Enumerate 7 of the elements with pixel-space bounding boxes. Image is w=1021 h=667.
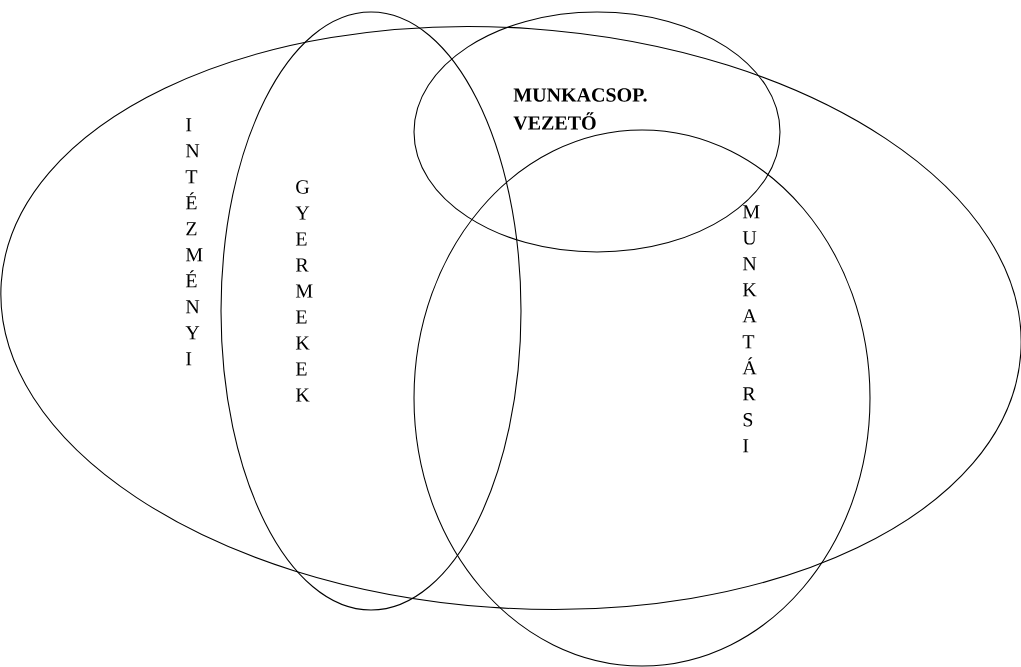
ellipse <box>0 25 1021 610</box>
vertical-label: MUNKATÁRSI <box>742 205 760 453</box>
ellipse <box>413 129 871 667</box>
vertical-label: INTÉZMÉNYI <box>185 118 203 366</box>
ellipse <box>413 11 781 253</box>
heading-label: MUNKACSOP. VEZETŐ <box>513 88 647 130</box>
vertical-label: GYERMEKEK <box>295 180 313 402</box>
